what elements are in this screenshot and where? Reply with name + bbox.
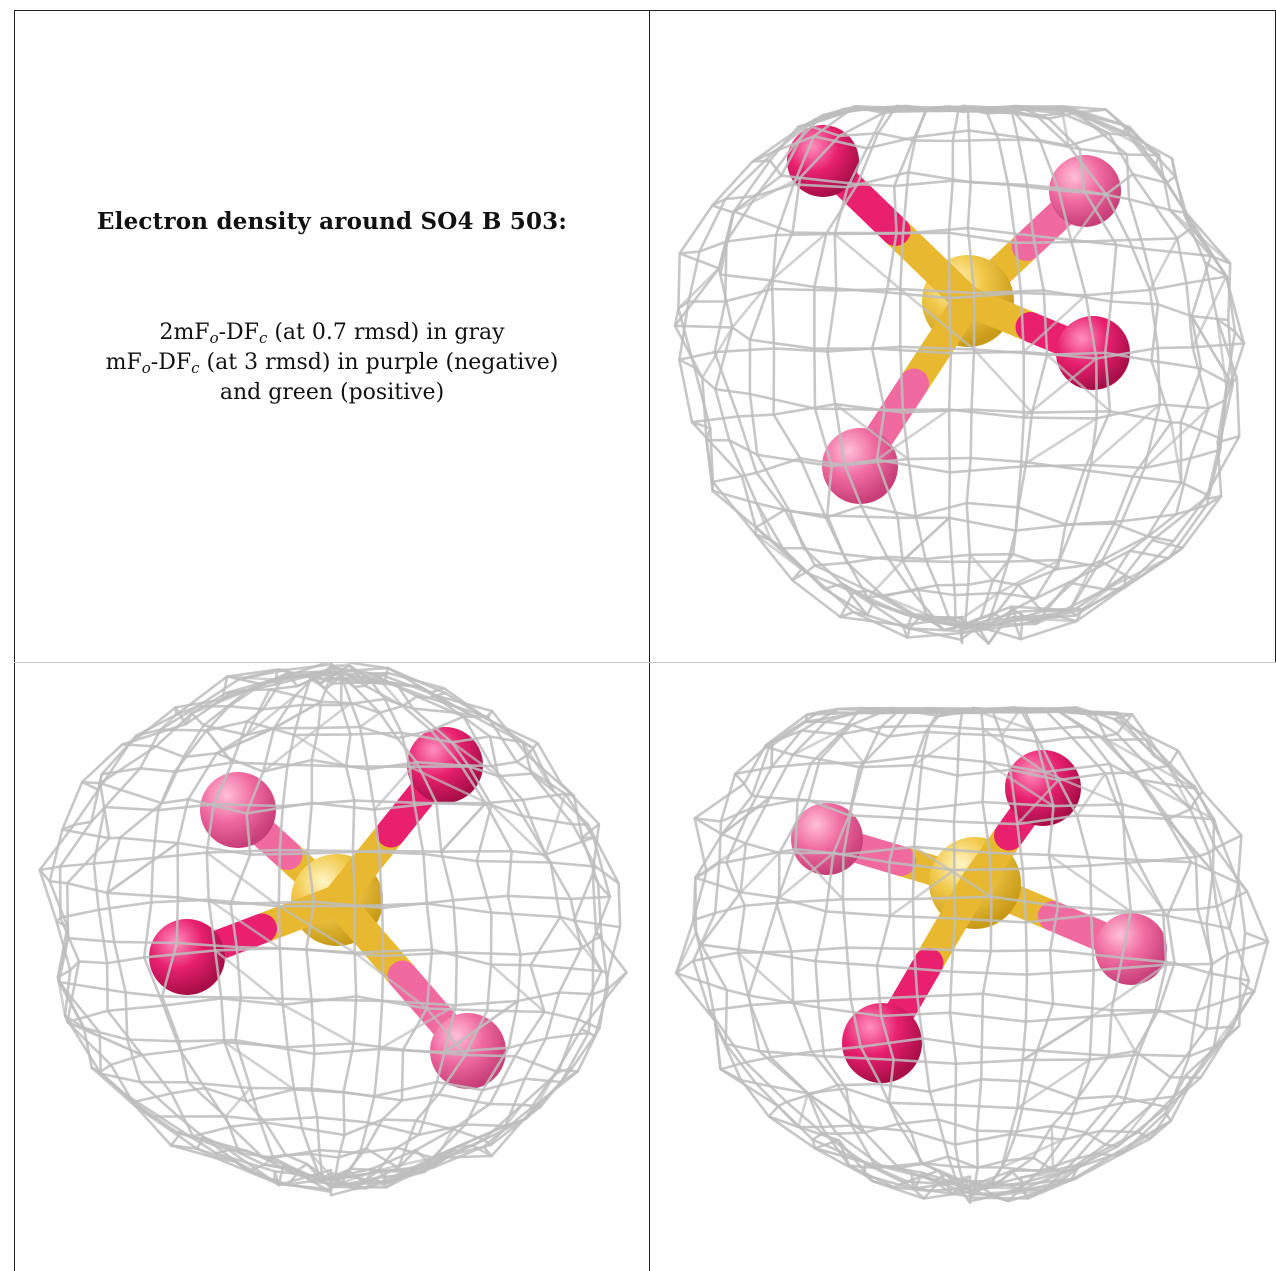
line1-suffix: (at 0.7 rmsd) in gray bbox=[267, 320, 505, 345]
caption-line-positive: and green (positive) bbox=[219, 380, 445, 405]
frame-middle-horizontal bbox=[14, 662, 1276, 663]
line1-mid: -DF bbox=[218, 320, 259, 345]
view-bottom-left bbox=[15, 663, 649, 1271]
bond-so-4-s-half bbox=[322, 885, 418, 991]
line1-prefix: 2mF bbox=[159, 320, 210, 345]
bond-so-4-s-half bbox=[899, 286, 983, 399]
frame-left bbox=[14, 10, 15, 1271]
mesh-cage bbox=[673, 104, 1246, 645]
bond-so-1-s-half bbox=[880, 216, 983, 316]
line2-mid: -DF bbox=[150, 350, 192, 375]
caption-line-fo-dfc: mFo-DFc (at 3 rmsd) in purple (negative) bbox=[14, 348, 650, 378]
oxygen-atom-1 bbox=[791, 803, 863, 875]
caption-line-2fo-dfc: 2mFo-DFc (at 0.7 rmsd) in gray bbox=[14, 318, 650, 348]
caption-title: Electron density around SO4 B 503: bbox=[96, 208, 568, 235]
frame-top bbox=[14, 10, 1276, 11]
mesh-cage bbox=[38, 663, 628, 1197]
view-top-right bbox=[650, 11, 1275, 662]
line1-sub-c: c bbox=[258, 329, 268, 347]
frame-center-vertical bbox=[649, 10, 650, 1271]
line2-sub-o: o bbox=[141, 359, 151, 377]
line2-sub-c: c bbox=[191, 359, 200, 377]
mesh-cage bbox=[675, 706, 1270, 1204]
oxygen-atom-3 bbox=[1095, 913, 1167, 985]
line2-prefix: mF bbox=[105, 350, 142, 375]
caption-description: 2mFo-DFc (at 0.7 rmsd) in gray mFo-DFc (… bbox=[14, 318, 650, 408]
caption-cell: Electron density around SO4 B 503: 2mFo-… bbox=[14, 0, 650, 662]
line1-sub-o: o bbox=[209, 329, 219, 347]
line2-suffix: (at 3 rmsd) in purple (negative) bbox=[199, 350, 559, 375]
density-mesh-view-3 bbox=[675, 706, 1270, 1204]
view-bottom-right bbox=[650, 663, 1276, 1271]
density-mesh-view-1 bbox=[673, 104, 1246, 645]
density-mesh-view-2 bbox=[38, 663, 628, 1197]
